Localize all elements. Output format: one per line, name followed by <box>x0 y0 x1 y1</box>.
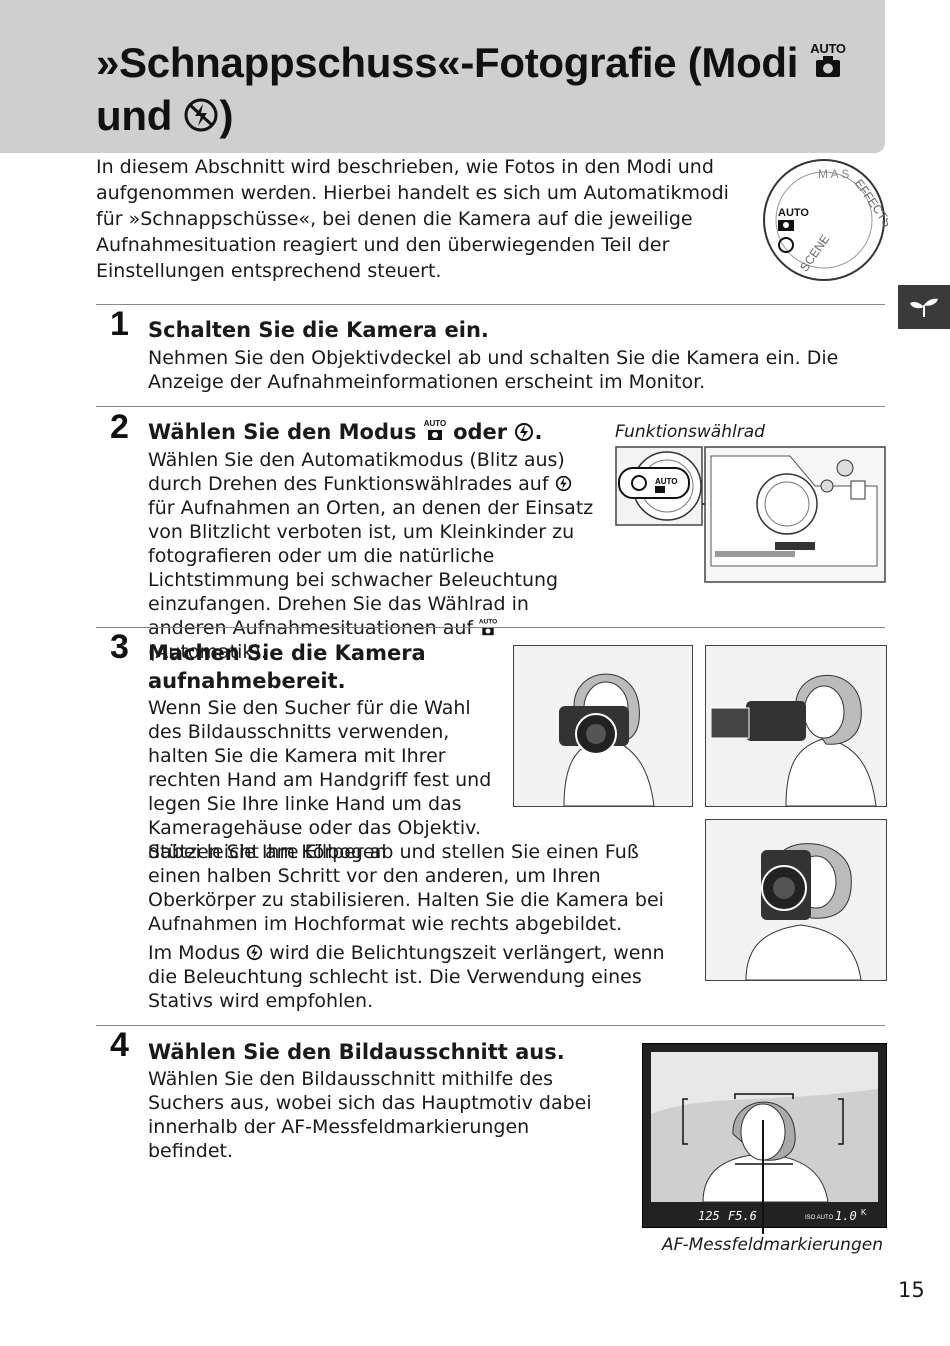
title-line2: und <box>96 92 173 140</box>
step-text: Wenn Sie den Sucher für die Wahl des Bil… <box>148 697 492 863</box>
viewfinder-iso: ISO AUTO <box>805 1215 834 1221</box>
holding-camera-front-image <box>513 645 693 807</box>
flash-off-icon <box>183 94 219 144</box>
holding-camera-side-image <box>705 645 887 807</box>
step-heading: Wählen Sie den Modus AUTO oder . <box>148 419 543 444</box>
viewfinder-count: 1.0 <box>835 1209 857 1223</box>
step-number: 3 <box>110 628 129 666</box>
step-text: Wählen Sie den Bildausschnitt mithilfe d… <box>148 1068 592 1162</box>
flash-off-icon <box>555 475 571 492</box>
title-line1: »Schnappschuss«-Fotografie (Modi <box>96 39 799 86</box>
mode-dial-figure: AUTO SCENE EFFECTS M A S <box>760 158 895 282</box>
svg-text:AUTO: AUTO <box>810 41 846 56</box>
auto-mode-icon: AUTO <box>810 40 846 91</box>
divider <box>96 406 885 407</box>
flash-off-icon <box>515 423 534 441</box>
svg-text:AUTO: AUTO <box>479 619 497 626</box>
viewfinder-aperture: F5.6 <box>728 1209 757 1223</box>
header-band <box>0 0 885 153</box>
step-number: 4 <box>110 1026 129 1064</box>
step-text: Wählen Sie den Automatikmodus (Blitz aus… <box>148 449 594 663</box>
callout-line <box>762 1120 764 1234</box>
step-heading: Schalten Sie die Kamera ein. <box>148 318 489 342</box>
step-text: Nehmen Sie den Objektivdeckel ab und sch… <box>148 347 839 393</box>
step-text: dabei leicht am Körper ab und stellen Si… <box>148 841 664 935</box>
page-number: 15 <box>898 1278 925 1302</box>
page-title: »Schnappschuss«-Fotografie (Modi AUTO un… <box>96 38 856 144</box>
divider <box>96 627 885 628</box>
figure-caption: AF-Messfeldmarkierungen <box>662 1235 883 1255</box>
leaf-tab-icon <box>910 298 938 317</box>
auto-mode-icon: AUTO <box>424 419 446 440</box>
section-tab <box>898 285 950 329</box>
step-text: Im Modus wird die Belichtungszeit verlän… <box>148 942 665 1012</box>
step-number: 2 <box>110 408 129 446</box>
camera-top-figure: AUTO <box>615 446 887 584</box>
step-heading: Wählen Sie den Bildausschnitt aus. <box>148 1040 565 1064</box>
viewfinder-shutter: 125 <box>698 1209 720 1223</box>
figure-caption: Funktionswählrad <box>615 422 765 442</box>
auto-mode-icon: AUTO <box>479 619 497 636</box>
viewfinder-k: K <box>861 1208 867 1217</box>
step-number: 1 <box>110 305 129 343</box>
step-heading: Machen Sie die Kamera aufnahmebereit. <box>148 641 426 693</box>
holding-camera-portrait-image <box>705 819 887 981</box>
intro-paragraph: In diesem Abschnitt wird beschrieben, wi… <box>96 156 729 282</box>
viewfinder-image: 125 F5.6 ISO AUTO 1.0 K <box>642 1043 887 1228</box>
svg-text:M A S: M A S <box>818 167 849 181</box>
divider <box>96 304 885 305</box>
dial-auto-label: AUTO <box>778 207 809 219</box>
divider <box>96 1025 885 1026</box>
svg-text:AUTO: AUTO <box>424 419 446 428</box>
flash-off-icon <box>247 944 263 961</box>
svg-text:AUTO: AUTO <box>655 477 678 486</box>
